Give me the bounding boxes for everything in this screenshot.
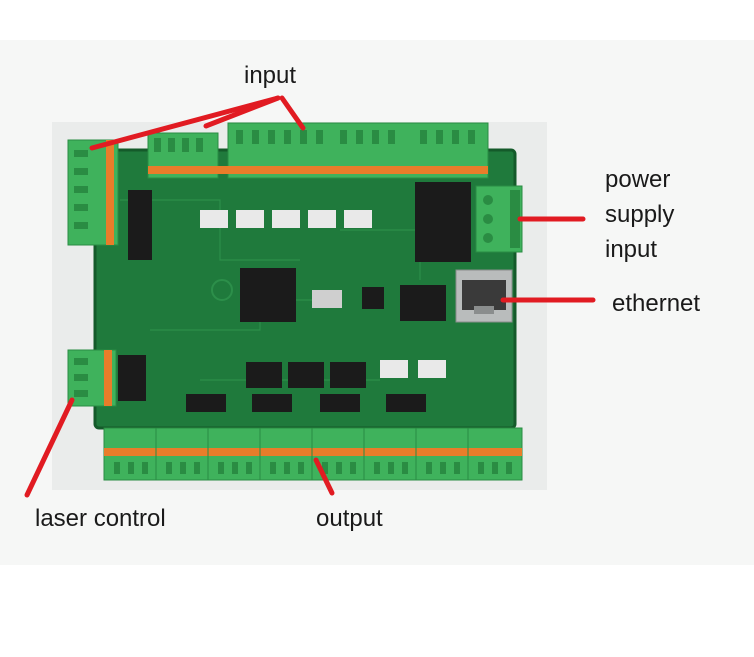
label-output: output (316, 505, 383, 532)
left-input-terminal (67, 139, 119, 246)
laser-control-terminal (67, 349, 117, 407)
pointer-laser (24, 397, 75, 498)
pointer-input-right (279, 95, 306, 131)
label-input: input (244, 62, 297, 89)
relay-block (415, 182, 471, 262)
label-laser-control: laser control (35, 505, 166, 532)
input-terminal-row (147, 122, 489, 179)
label-power-line-2: supply (605, 201, 675, 228)
pointer-lines (24, 95, 596, 498)
pointer-input-mid (203, 95, 281, 129)
pointer-input-left (89, 95, 281, 151)
label-ethernet: ethernet (612, 290, 701, 317)
ethernet-port-icon (455, 269, 513, 323)
label-power-line-1: power (605, 166, 671, 193)
label-power-line-3: input (605, 236, 658, 263)
output-terminal-row (103, 427, 523, 481)
pcb-components (118, 190, 446, 412)
label-power-supply-input: power supply input (605, 162, 674, 267)
pointer-output (313, 457, 335, 496)
power-terminal-icon (475, 185, 523, 253)
